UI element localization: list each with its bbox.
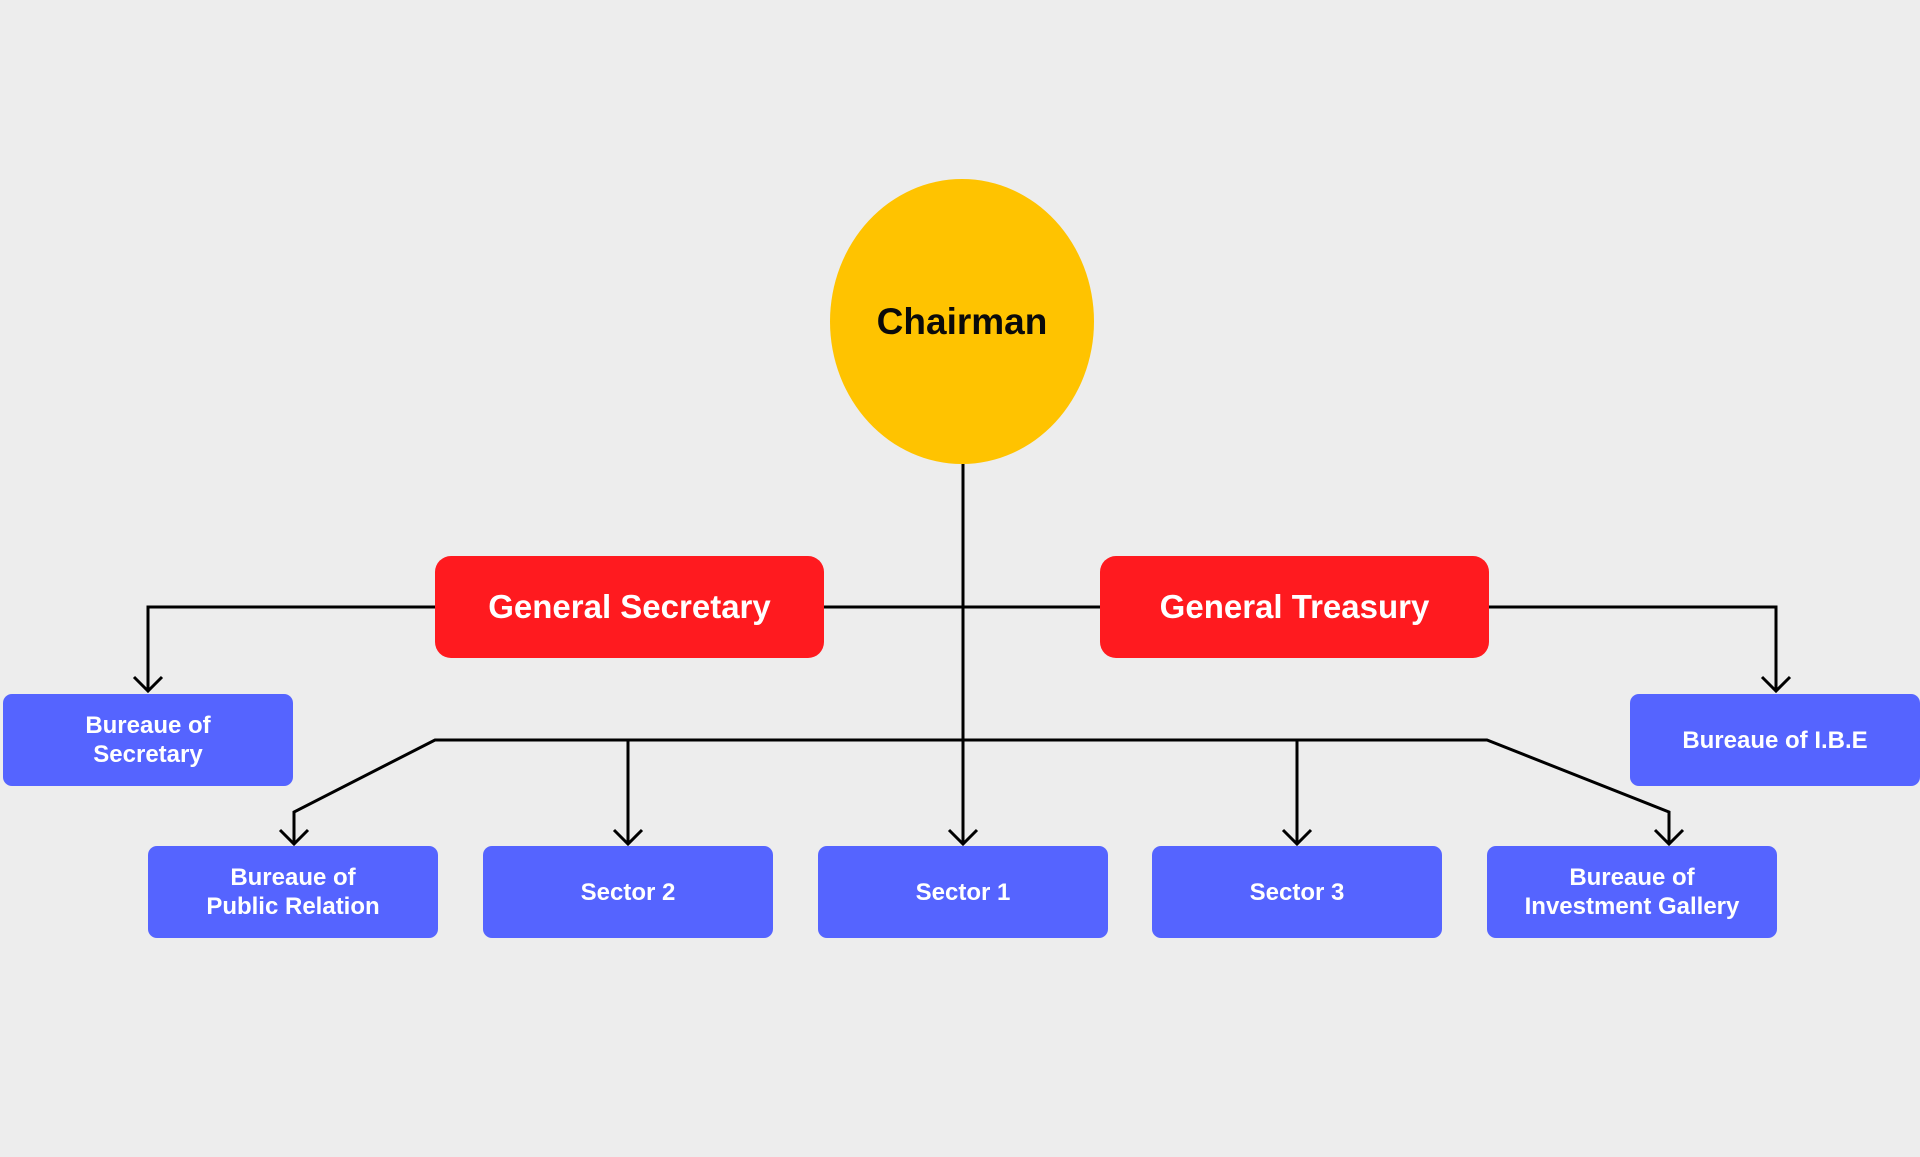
chairman-node: Chairman xyxy=(830,179,1094,464)
arrow-sector-2 xyxy=(612,828,644,847)
arrow-sector-1 xyxy=(947,828,979,847)
arrow-sector-3 xyxy=(1281,828,1313,847)
arrow-bureau-secretary xyxy=(132,675,164,694)
sector-2-label: Sector 2 xyxy=(580,878,676,906)
sector-2-node: Sector 2 xyxy=(483,846,773,938)
bureau-ibe-node: Bureaue of I.B.E xyxy=(1630,694,1920,786)
connector-secretary-to-bureau xyxy=(146,605,436,691)
bureau-public-relation-label: Bureaue of Public Relation xyxy=(206,864,380,920)
sector-1-label: Sector 1 xyxy=(915,878,1011,906)
bureau-ibe-label: Bureaue of I.B.E xyxy=(1682,726,1868,754)
arrow-investment-gallery xyxy=(1653,828,1685,847)
chairman-label: Chairman xyxy=(876,300,1048,342)
bureau-investment-gallery-label: Bureaue of Investment Gallery xyxy=(1524,864,1740,920)
arrow-bureau-ibe xyxy=(1760,675,1792,694)
arrow-public-relation xyxy=(278,828,310,847)
sector-3-label: Sector 3 xyxy=(1249,878,1345,906)
bureau-public-relation-node: Bureaue of Public Relation xyxy=(148,846,438,938)
connector-treasury-to-ibe xyxy=(1489,605,1778,691)
bureau-investment-gallery-node: Bureaue of Investment Gallery xyxy=(1487,846,1777,938)
sector-1-node: Sector 1 xyxy=(818,846,1108,938)
general-secretary-label: General Secretary xyxy=(488,588,771,625)
general-secretary-node: General Secretary xyxy=(435,556,824,658)
sector-3-node: Sector 3 xyxy=(1152,846,1442,938)
connector-distribution-bus xyxy=(292,738,1671,844)
bureau-secretary-node: Bureaue of Secretary xyxy=(3,694,293,786)
general-treasury-label: General Treasury xyxy=(1159,588,1430,625)
bureau-secretary-label: Bureaue of Secretary xyxy=(85,712,211,768)
general-treasury-node: General Treasury xyxy=(1100,556,1489,658)
